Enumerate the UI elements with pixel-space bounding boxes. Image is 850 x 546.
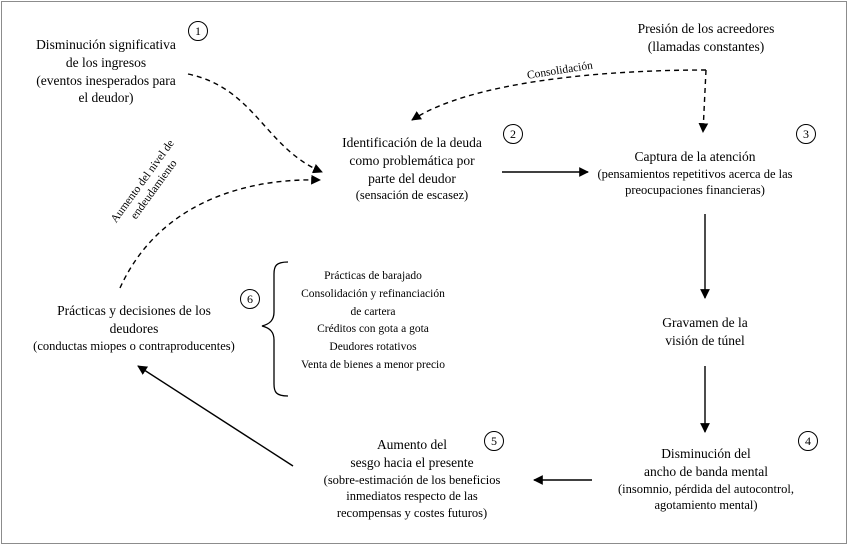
- practice-item: Prácticas de barajado: [324, 270, 422, 282]
- node-detail: (sensación de escasez): [355, 188, 469, 203]
- node-text: (llamadas constantes): [647, 38, 765, 54]
- node-detail: agotamiento mental): [654, 498, 758, 513]
- step-number-5: 5: [484, 431, 504, 451]
- node-detail: (insomnio, pérdida del autocontrol,: [617, 481, 794, 496]
- node-creditor-pressure: Presión de los acreedores (llamadas cons…: [618, 20, 794, 56]
- node-title: parte del deudor: [368, 170, 456, 186]
- node-title: Gravamen de la: [662, 315, 748, 330]
- node-debtor-practices: Prácticas y decisiones de los deudores (…: [14, 302, 254, 354]
- node-title: ancho de banda mental: [643, 463, 769, 479]
- arrow-income-to-identification: [187, 73, 323, 174]
- arrow-bias-to-practices: [137, 365, 294, 467]
- step-number-2: 2: [503, 124, 523, 144]
- node-income-drop: Disminución significativa de los ingreso…: [20, 36, 192, 107]
- node-debt-identification: Identificación de la deuda como problemá…: [326, 134, 498, 204]
- node-text: (eventos inesperados para: [36, 72, 176, 88]
- practice-item: Venta de bienes a menor precio: [300, 359, 445, 372]
- node-text: de los ingresos: [65, 54, 147, 70]
- step-number-4: 4: [798, 431, 818, 451]
- practices-list: Prácticas de barajado Consolidación y re…: [286, 268, 460, 375]
- node-present-bias: Aumento del sesgo hacia el presente (sob…: [300, 436, 524, 521]
- node-title: Identificación de la deuda: [342, 135, 482, 150]
- node-mental-bandwidth: Disminución del ancho de banda mental (i…: [596, 445, 816, 514]
- practice-item: de cartera: [350, 305, 396, 318]
- node-text: el deudor): [78, 90, 134, 106]
- node-tunnel-vision: Gravamen de la visión de túnel: [640, 314, 770, 350]
- node-detail: (pensamientos repetitivos acerca de las: [597, 166, 793, 181]
- node-title: deudores: [109, 320, 159, 336]
- practice-item: Créditos con gota a gota: [317, 323, 429, 336]
- step-number-1: 1: [188, 21, 208, 41]
- step-number-3: 3: [796, 124, 816, 144]
- node-detail: recompensas y costes futuros): [336, 505, 488, 520]
- node-detail: (conductas miopes o contraproducentes): [33, 338, 235, 353]
- step-number-6: 6: [240, 289, 260, 309]
- node-title: Disminución del: [661, 446, 751, 461]
- node-title: sesgo hacia el presente: [350, 454, 474, 470]
- node-text: Presión de los acreedores: [637, 21, 775, 36]
- node-title: Prácticas y decisiones de los: [57, 303, 211, 318]
- node-title: Captura de la atención: [634, 149, 756, 164]
- node-detail: inmediatos respecto de las: [346, 489, 478, 504]
- node-text: Disminución significativa: [36, 37, 176, 52]
- arrow-debt-level: [119, 174, 321, 289]
- node-title: Aumento del: [376, 437, 448, 452]
- arrow-pressure-to-attention: [698, 69, 709, 133]
- node-title: como problemática por: [349, 152, 475, 168]
- arrow-consolidation: [411, 69, 707, 121]
- practice-item: Consolidación y refinanciación: [301, 287, 445, 300]
- node-detail: (sobre-estimación de los beneficios: [323, 472, 501, 487]
- practice-item: Deudores rotativos: [329, 341, 417, 354]
- practices-brace: [261, 261, 289, 397]
- node-title: visión de túnel: [665, 332, 745, 348]
- node-detail: preocupaciones financieras): [625, 183, 765, 198]
- node-attention-capture: Captura de la atención (pensamientos rep…: [590, 148, 800, 199]
